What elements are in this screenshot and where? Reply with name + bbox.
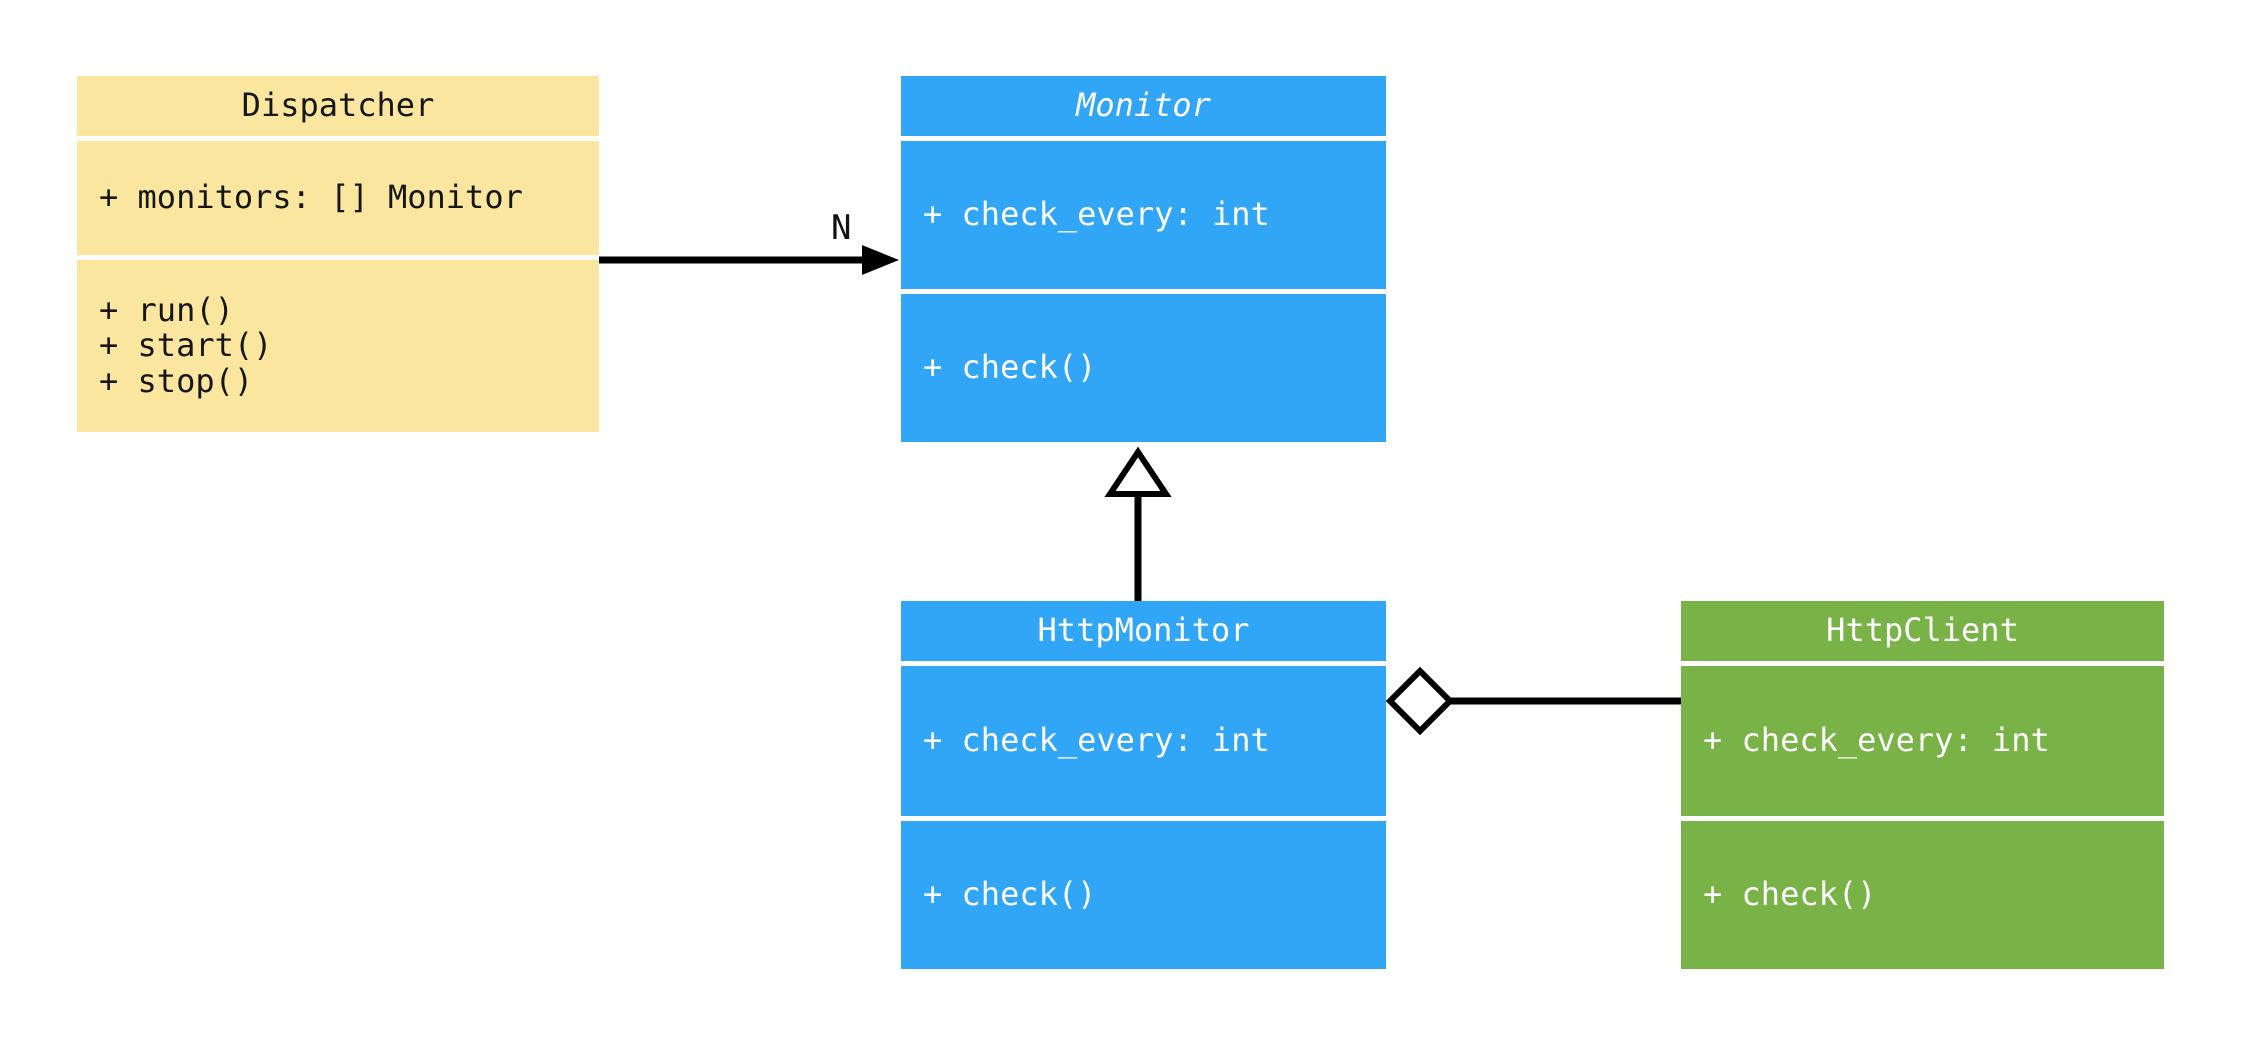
association-multiplicity-label: N: [831, 208, 852, 248]
class-monitor: Monitor + check_every: int + check(): [901, 76, 1386, 442]
class-http-client: HttpClient + check_every: int + check(): [1681, 601, 2164, 969]
class-monitor-attributes: + check_every: int: [901, 141, 1386, 289]
class-monitor-title: Monitor: [901, 76, 1386, 136]
class-http-monitor-attributes: + check_every: int: [901, 666, 1386, 816]
attribute-item: + check_every: int: [923, 721, 1270, 760]
class-http-monitor-methods: + check(): [901, 821, 1386, 969]
class-dispatcher-methods: + run() + start() + stop(): [77, 260, 599, 432]
method-item: + run(): [99, 291, 234, 330]
class-http-monitor-title: HttpMonitor: [901, 601, 1386, 661]
attribute-item: + monitors: [] Monitor: [99, 178, 523, 217]
method-item: + check(): [1703, 875, 1877, 914]
method-item: + check(): [923, 348, 1097, 387]
class-http-client-attributes: + check_every: int: [1681, 666, 2164, 816]
attribute-item: + check_every: int: [1703, 721, 2050, 760]
class-http-client-title: HttpClient: [1681, 601, 2164, 661]
class-http-monitor: HttpMonitor + check_every: int + check(): [901, 601, 1386, 969]
class-dispatcher: Dispatcher + monitors: [] Monitor + run(…: [77, 76, 599, 432]
inheritance-triangle-icon: [1104, 446, 1172, 497]
attribute-item: + check_every: int: [923, 195, 1270, 234]
aggregation-diamond-icon: [1385, 666, 1455, 736]
inheritance-connector: [1104, 446, 1172, 602]
class-http-client-methods: + check(): [1681, 821, 2164, 969]
association-connector: [599, 245, 899, 275]
class-dispatcher-title: Dispatcher: [77, 76, 599, 136]
method-item: + check(): [923, 875, 1097, 914]
aggregation-connector: [1385, 666, 1682, 736]
class-dispatcher-attributes: + monitors: [] Monitor: [77, 141, 599, 255]
method-item: + stop(): [99, 361, 254, 400]
method-item: + start(): [99, 326, 273, 365]
class-monitor-methods: + check(): [901, 294, 1386, 442]
association-arrowhead-icon: [862, 245, 899, 275]
